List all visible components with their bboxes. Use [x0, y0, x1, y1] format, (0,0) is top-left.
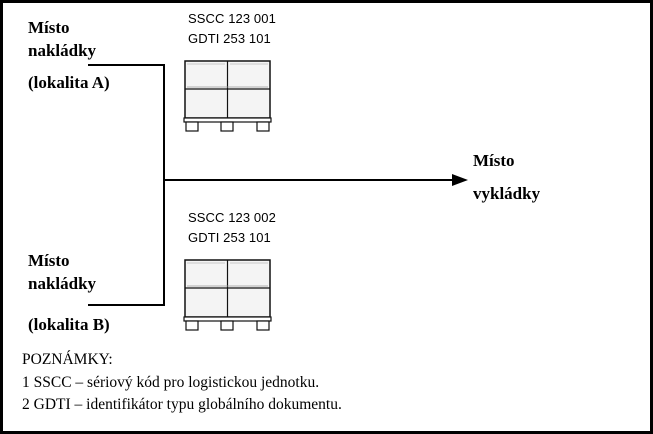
pallet-2-sscc: SSCC 123 002 — [188, 210, 276, 225]
pallet-2-gdti: GDTI 253 101 — [188, 230, 271, 245]
note-item-1: 1 SSCC – sériový kód pro logistickou jed… — [22, 374, 320, 391]
pallet-1-sscc: SSCC 123 001 — [188, 11, 276, 26]
origin-a-label-line1: Místo — [28, 18, 70, 37]
note-item-2: 2 GDTI – identifikátor typu globálního d… — [22, 396, 342, 413]
destination-label-line2: vykládky — [473, 184, 541, 203]
connector-from-a — [88, 64, 165, 180]
pallet-icon — [183, 259, 272, 331]
notes-heading: POZNÁMKY: — [22, 351, 113, 368]
pallet-1-gdti: GDTI 253 101 — [188, 31, 271, 46]
origin-a-label-line3: (lokalita A) — [28, 73, 110, 92]
pallet-icon — [183, 60, 272, 132]
connector-from-b — [88, 180, 165, 306]
origin-b-label-line1: Místo — [28, 251, 70, 270]
origin-a-label-line2: nakládky — [28, 41, 97, 60]
arrow-head — [452, 174, 468, 186]
destination-label-line1: Místo — [473, 151, 515, 170]
origin-b-label-line3: (lokalita B) — [28, 315, 110, 334]
origin-b-label-line2: nakládky — [28, 274, 97, 293]
